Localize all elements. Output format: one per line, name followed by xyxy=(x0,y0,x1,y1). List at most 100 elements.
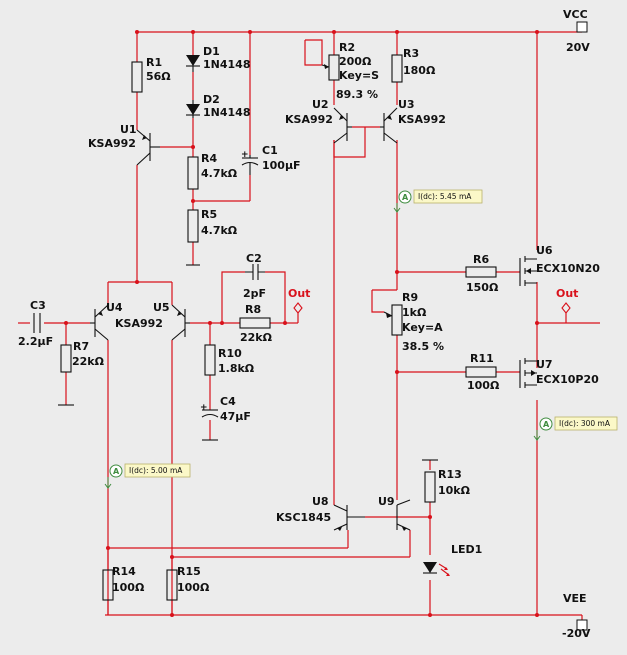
resistor-r8: R8 22kΩ xyxy=(239,303,273,344)
r10-value: 1.8kΩ xyxy=(218,362,255,375)
c3-ref: C3 xyxy=(30,299,46,312)
u7-ref: U7 xyxy=(536,358,553,371)
resistor-r3: R3 180Ω xyxy=(391,47,436,83)
diode-d2: D2 1N4148 xyxy=(186,93,250,119)
wires xyxy=(18,25,600,622)
transistor-u2: U2 KSA992 xyxy=(285,98,352,144)
capacitor-c2: C2 2pF xyxy=(243,252,266,300)
r9-ref: R9 xyxy=(402,291,418,304)
r8-ref: R8 xyxy=(245,303,261,316)
current-probe-3: A I(dc): 5.00 mA xyxy=(104,463,191,489)
r7-ref: R7 xyxy=(73,340,89,353)
u6-ref: U6 xyxy=(536,244,553,257)
r2-ref: R2 xyxy=(339,41,355,54)
r9-key: Key=A xyxy=(402,321,443,334)
r10-ref: R10 xyxy=(218,347,242,360)
r4-value: 4.7kΩ xyxy=(201,167,238,180)
net-out-right: Out xyxy=(556,287,578,314)
u5-value: KSA992 xyxy=(115,317,163,330)
c2-ref: C2 xyxy=(246,252,262,265)
u8-value: KSC1845 xyxy=(276,511,331,524)
u4-ref: U4 xyxy=(106,301,123,314)
r6-ref: R6 xyxy=(473,253,489,266)
vcc-terminal: VCC 20V xyxy=(563,8,590,54)
c1-value: 100µF xyxy=(262,159,301,172)
c1-ref: C1 xyxy=(262,144,278,157)
c2-value: 2pF xyxy=(243,287,266,300)
resistor-r15: R15 100Ω xyxy=(166,565,210,601)
u3-ref: U3 xyxy=(398,98,415,111)
vee-value: -20V xyxy=(562,627,591,640)
r14-ref: R14 xyxy=(112,565,136,578)
capacitor-c4: + C4 47µF xyxy=(200,395,251,441)
mosfet-u6: U6 ECX10N20 xyxy=(519,244,600,286)
u2-value: KSA992 xyxy=(285,113,333,126)
u1-value: KSA992 xyxy=(88,137,136,150)
u7-value: ECX10P20 xyxy=(536,373,599,386)
led1-ref: LED1 xyxy=(451,543,482,556)
r6-value: 150Ω xyxy=(466,281,499,294)
resistor-r7: R7 22kΩ xyxy=(58,340,105,406)
r2-key: Key=S xyxy=(339,69,379,82)
transistor-u5: U5 KSA992 xyxy=(115,301,190,341)
u8-ref: U8 xyxy=(312,495,329,508)
r5-ref: R5 xyxy=(201,208,217,221)
probe1-text: I(dc): 5.45 mA xyxy=(418,192,472,201)
u1-ref: U1 xyxy=(120,123,137,136)
u3-value: KSA992 xyxy=(398,113,446,126)
resistor-r5: R5 4.7kΩ xyxy=(186,208,238,266)
u9-ref: U9 xyxy=(378,495,395,508)
r7-value: 22kΩ xyxy=(72,355,105,368)
potentiometer-r2: R2 200Ω Key=S 89.3 % xyxy=(321,41,379,101)
r11-ref: R11 xyxy=(470,352,494,365)
d2-ref: D2 xyxy=(203,93,220,106)
resistor-r13: R13 10kΩ xyxy=(422,459,471,503)
r13-value: 10kΩ xyxy=(438,484,471,497)
r3-value: 180Ω xyxy=(403,64,436,77)
out-left-label: Out xyxy=(288,287,310,300)
r3-ref: R3 xyxy=(403,47,419,60)
resistor-r10: R10 1.8kΩ xyxy=(204,344,255,376)
d1-value: 1N4148 xyxy=(203,58,250,71)
vee-terminal: VEE -20V xyxy=(562,592,591,640)
capacitor-c1: + C1 100µF xyxy=(241,144,301,175)
r8-value: 22kΩ xyxy=(240,331,273,344)
junctions xyxy=(64,30,539,617)
r14-value: 100Ω xyxy=(112,581,145,594)
r15-value: 100Ω xyxy=(177,581,210,594)
mosfet-u7: U7 ECX10P20 xyxy=(519,358,599,388)
transistor-u4: U4 xyxy=(90,301,123,341)
resistor-r14: R14 100Ω xyxy=(102,565,145,601)
r2-percent: 89.3 % xyxy=(336,88,378,101)
resistor-r11: R11 100Ω xyxy=(465,352,500,392)
current-probe-2: A I(dc): 300 mA xyxy=(533,416,618,441)
r1-value: 56Ω xyxy=(146,70,171,83)
current-probe-1: A I(dc): 5.45 mA xyxy=(393,189,483,213)
potentiometer-r9: R9 1kΩ Key=A 38.5 % xyxy=(383,291,444,353)
transistor-u1: U1 KSA992 xyxy=(88,123,160,166)
diode-d1: D1 1N4148 xyxy=(186,45,250,72)
probe2-text: I(dc): 300 mA xyxy=(559,419,611,428)
resistor-r4: R4 4.7kΩ xyxy=(187,152,238,190)
svg-text:+: + xyxy=(200,403,208,413)
resistor-r6: R6 150Ω xyxy=(465,253,499,294)
transistor-u9: U9 xyxy=(378,495,411,531)
r11-value: 100Ω xyxy=(467,379,500,392)
net-out-left: Out xyxy=(288,287,310,314)
out-right-label: Out xyxy=(556,287,578,300)
vcc-name: VCC xyxy=(563,8,588,21)
c4-value: 47µF xyxy=(220,410,251,423)
r9-value: 1kΩ xyxy=(402,306,427,319)
probe2-letter: A xyxy=(543,420,550,429)
u6-value: ECX10N20 xyxy=(536,262,600,275)
r1-ref: R1 xyxy=(146,56,162,69)
transistor-u8: U8 KSC1845 xyxy=(276,495,365,531)
svg-text:+: + xyxy=(241,150,249,160)
u5-ref: U5 xyxy=(153,301,170,314)
r4-ref: R4 xyxy=(201,152,217,165)
r15-ref: R15 xyxy=(177,565,201,578)
r2-value: 200Ω xyxy=(339,55,372,68)
r9-percent: 38.5 % xyxy=(402,340,444,353)
probe3-letter: A xyxy=(113,467,120,476)
